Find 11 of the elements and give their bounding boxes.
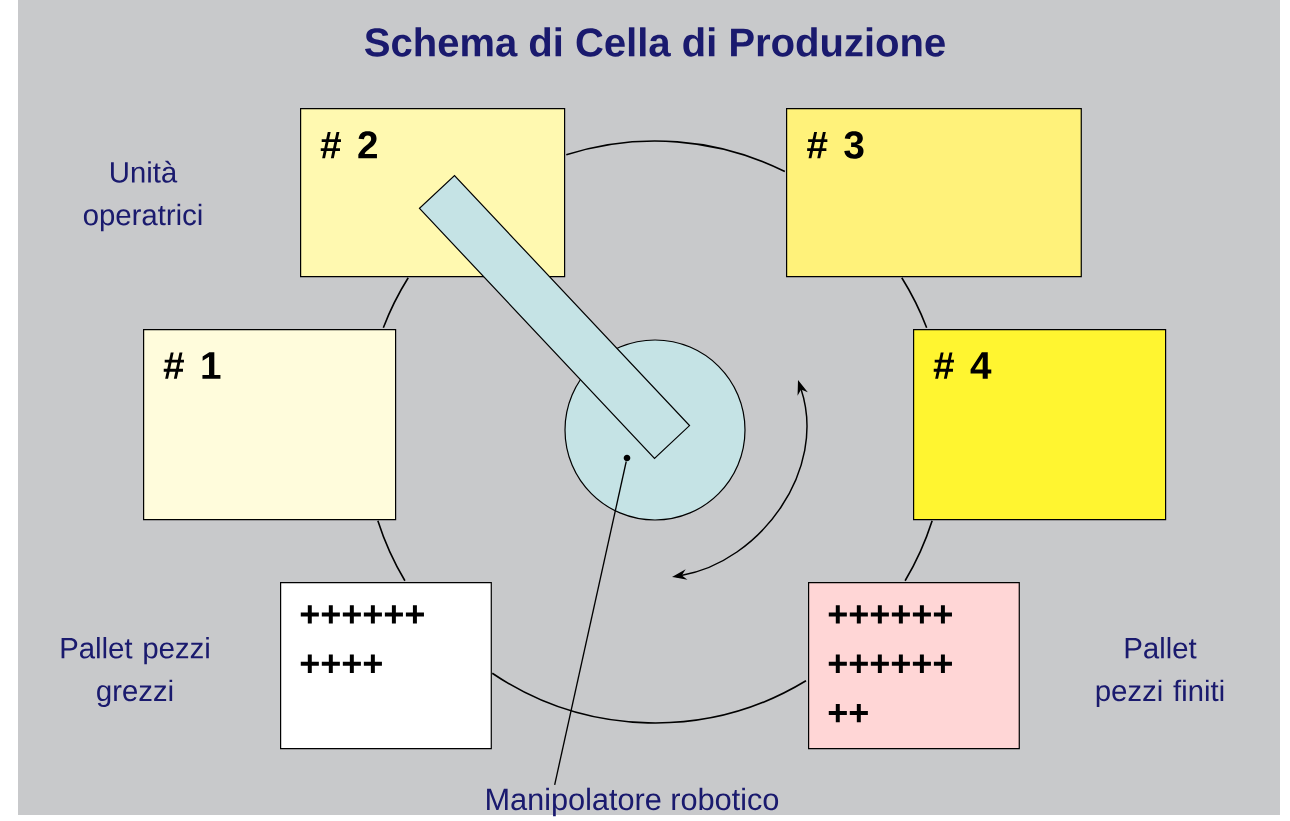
group-label: Unità operatrici [83, 160, 202, 232]
leader-line [554, 460, 627, 786]
pallet-box: ++++++ ++++ [280, 582, 492, 750]
unit-box: # 3 [786, 108, 1082, 278]
unit-box: # 4 [913, 329, 1167, 521]
title: Schema di Cella di Produzione [365, 27, 945, 57]
pallet-box: ++++++ ++++++ ++ [808, 582, 1020, 750]
callout-label: Manipolatore robotico [487, 787, 779, 817]
pallet-label: Pallet pezzi grezzi [61, 637, 209, 707]
pallet-label: Pallet pezzi finiti [1096, 637, 1224, 707]
unit-box: # 1 [143, 329, 397, 521]
